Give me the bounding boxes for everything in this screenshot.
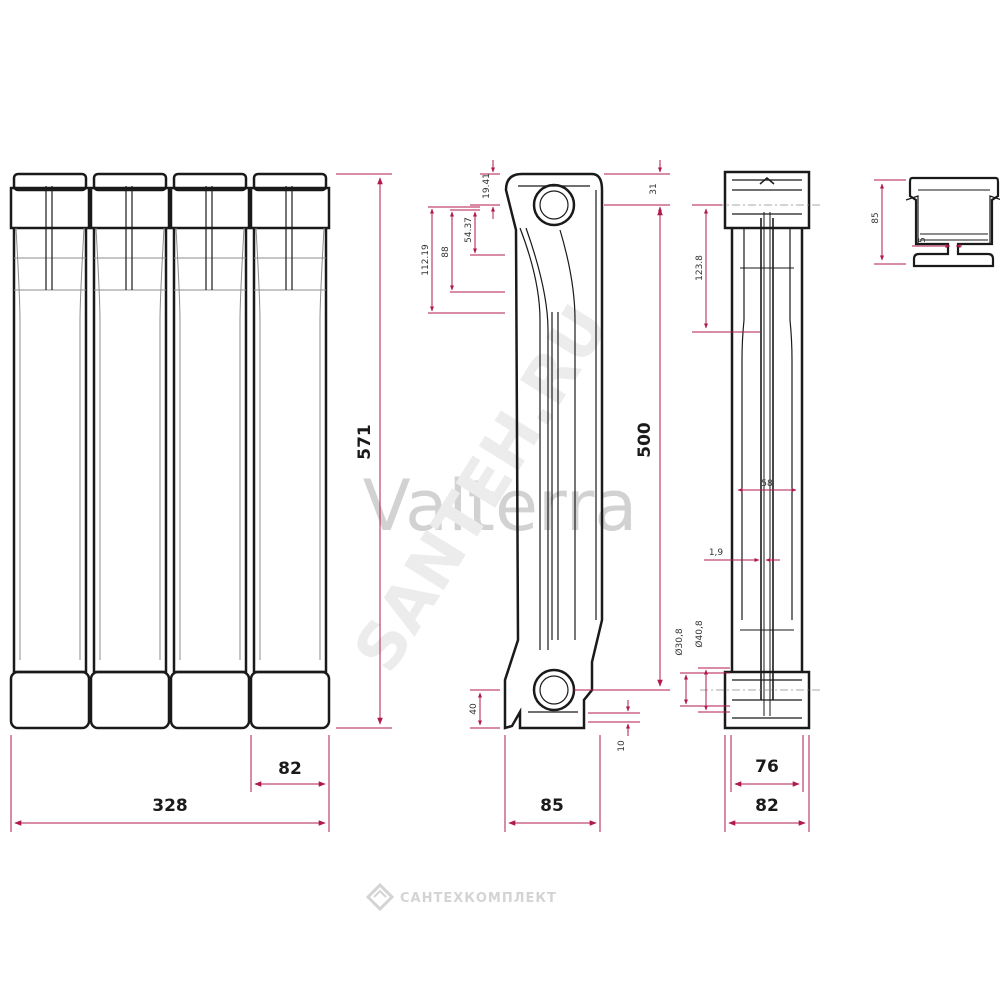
dim-side-top-offset: 31 xyxy=(649,183,659,194)
section-dimensions xyxy=(680,204,810,832)
dim-section-width-82: 82 xyxy=(755,796,779,816)
front-dimensions xyxy=(10,173,392,832)
dim-side-19-41: 19.41 xyxy=(482,173,492,199)
dim-side-88: 88 xyxy=(441,246,451,258)
dim-section-bore-outer: Ø40,8 xyxy=(694,620,705,647)
dim-section-123-8: 123.8 xyxy=(695,255,705,281)
footer-logo-icon xyxy=(365,882,395,912)
front-view xyxy=(9,172,331,730)
dim-side-bottom-40: 40 xyxy=(469,703,479,715)
dim-side-54-37: 54.37 xyxy=(464,217,474,243)
side-dimensions xyxy=(428,160,670,832)
front-section-4 xyxy=(249,172,331,730)
dim-side-112-19: 112.19 xyxy=(421,244,431,276)
front-section-3 xyxy=(169,172,251,730)
side-top-bore xyxy=(532,183,576,227)
side-view xyxy=(503,172,604,730)
profile-dimensions xyxy=(874,179,962,265)
dim-front-height: 571 xyxy=(355,424,375,460)
front-section-1 xyxy=(9,172,91,730)
front-section-2 xyxy=(89,172,171,730)
dim-side-depth: 85 xyxy=(540,796,564,816)
dim-profile-small: 5 xyxy=(918,237,928,243)
watermark-group: Valterra SANTEH.RU САНТЕХКОМПЛЕКТ xyxy=(341,293,638,912)
footer-watermark-text: САНТЕХКОМПЛЕКТ xyxy=(400,891,557,906)
dim-front-section-width: 82 xyxy=(278,759,302,779)
dim-front-width-total: 328 xyxy=(152,796,188,816)
dim-side-axis-distance: 500 xyxy=(635,422,655,458)
dim-section-inner-width: 58 xyxy=(761,479,773,489)
profile-view xyxy=(905,176,1000,268)
dim-side-bottom-10: 10 xyxy=(617,740,627,752)
dim-section-bore-inner: Ø30,8 xyxy=(674,628,685,655)
footer-watermark: САНТЕХКОМПЛЕКТ xyxy=(365,882,557,912)
dim-section-wall: 1,9 xyxy=(709,548,724,558)
dim-profile-height: 85 xyxy=(871,212,881,223)
section-view xyxy=(723,170,811,730)
dim-section-width-76: 76 xyxy=(755,757,779,777)
brand-watermark: Valterra xyxy=(363,465,638,547)
